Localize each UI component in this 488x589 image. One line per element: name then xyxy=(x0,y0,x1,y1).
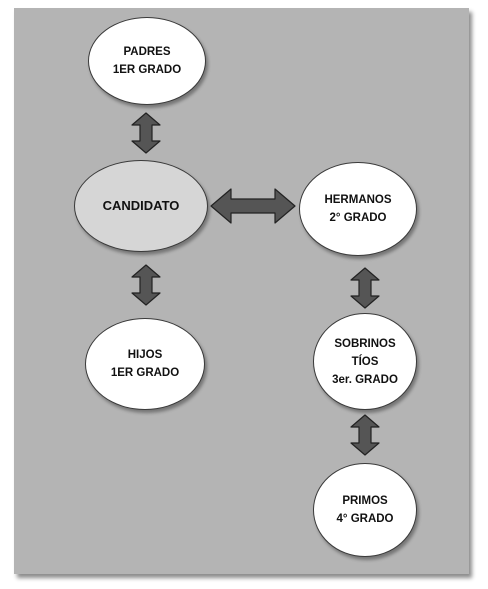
node-hijos-line2: 1ER GRADO xyxy=(110,367,180,379)
node-hijos-line1: HIJOS xyxy=(127,349,163,361)
node-candidato: CANDIDATO xyxy=(74,160,208,252)
node-candidato-label: CANDIDATO xyxy=(102,198,180,213)
node-primos-line2: 4° GRADO xyxy=(336,513,394,525)
node-primos-line1: PRIMOS xyxy=(342,495,388,507)
double-arrow-sobrinos-primos xyxy=(350,414,380,456)
node-padres-line1: PADRES xyxy=(123,46,171,58)
node-primos: PRIMOS 4° GRADO xyxy=(313,463,417,557)
node-padres: PADRES 1ER GRADO xyxy=(88,17,206,105)
node-padres-line2: 1ER GRADO xyxy=(112,64,182,76)
double-arrow-padres-candidato xyxy=(131,112,161,154)
double-arrow-candidato-hijos xyxy=(131,264,161,306)
node-hermanos: HERMANOS 2° GRADO xyxy=(299,162,417,256)
node-hermanos-line2: 2° GRADO xyxy=(329,212,387,224)
node-sobrinos-line1: SOBRINOS xyxy=(334,337,396,350)
node-hijos: HIJOS 1ER GRADO xyxy=(85,318,205,410)
double-arrow-candidato-hermanos xyxy=(210,188,296,224)
node-hermanos-line1: HERMANOS xyxy=(324,194,392,206)
double-arrow-hermanos-sobrinos xyxy=(350,267,380,309)
node-sobrinos-line2: TÍOS xyxy=(351,355,379,368)
node-sobrinos-line3: 3er. GRADO xyxy=(332,373,398,386)
node-sobrinos: SOBRINOS TÍOS 3er. GRADO xyxy=(313,313,417,410)
